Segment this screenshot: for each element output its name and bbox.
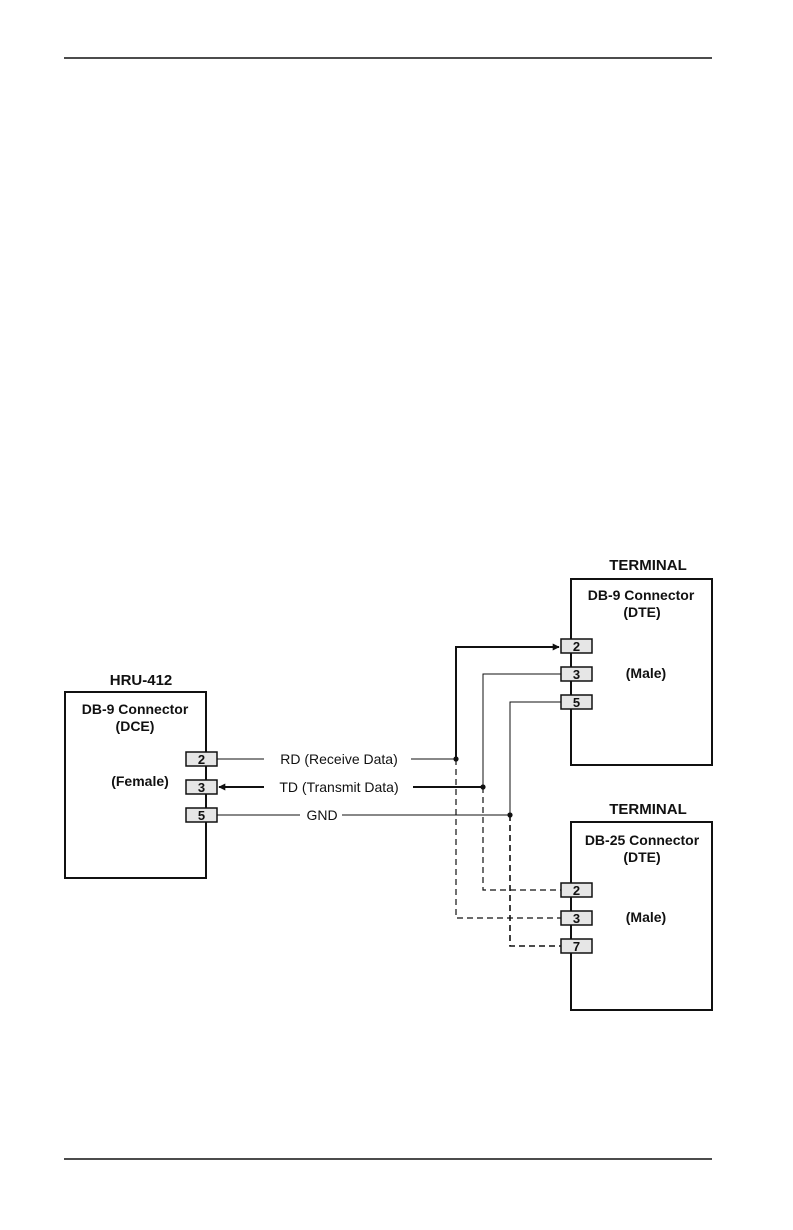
terminal-db9-pin-5: 5 bbox=[561, 695, 592, 710]
terminal-db25-role-label: (DTE) bbox=[623, 849, 660, 865]
hru-role-label: (DCE) bbox=[116, 718, 155, 734]
terminal-db25-block: TERMINAL DB-25 Connector (DTE) (Male) 2 … bbox=[561, 801, 712, 1010]
hru-gender-label: (Female) bbox=[111, 773, 169, 789]
terminal-db9-connector-label: DB-9 Connector bbox=[588, 587, 695, 603]
terminal-db9-block: TERMINAL DB-9 Connector (DTE) (Male) 2 3… bbox=[561, 557, 712, 765]
hru-412-block: HRU-412 DB-9 Connector (DCE) (Female) 2 … bbox=[65, 672, 217, 878]
svg-text:3: 3 bbox=[198, 780, 205, 795]
hru-title: HRU-412 bbox=[110, 672, 173, 689]
hru-pin-2: 2 bbox=[186, 752, 217, 767]
gnd-wire-to-db9 bbox=[510, 702, 561, 815]
td-dashed-to-db25 bbox=[483, 787, 561, 890]
td-signal-label: TD (Transmit Data) bbox=[279, 779, 398, 795]
svg-text:2: 2 bbox=[573, 883, 580, 898]
terminal-db25-connector-label: DB-25 Connector bbox=[585, 832, 700, 848]
terminal-db9-pin-3: 3 bbox=[561, 667, 592, 682]
svg-text:7: 7 bbox=[573, 939, 580, 954]
hru-pin-5: 5 bbox=[186, 808, 217, 823]
svg-text:5: 5 bbox=[198, 808, 205, 823]
terminal-db25-pin-3: 3 bbox=[561, 911, 592, 926]
svg-text:2: 2 bbox=[198, 752, 205, 767]
hru-pin-3: 3 bbox=[186, 780, 217, 795]
svg-text:3: 3 bbox=[573, 911, 580, 926]
svg-text:3: 3 bbox=[573, 667, 580, 682]
gnd-dashed-to-db25 bbox=[510, 815, 561, 946]
rd-signal-label: RD (Receive Data) bbox=[280, 751, 397, 767]
rd-dashed-to-db25 bbox=[456, 759, 561, 918]
terminal-db9-title: TERMINAL bbox=[609, 557, 687, 574]
terminal-db25-pin-7: 7 bbox=[561, 939, 592, 954]
td-wire-from-db9 bbox=[483, 674, 561, 787]
gnd-signal-label: GND bbox=[306, 807, 337, 823]
svg-text:2: 2 bbox=[573, 639, 580, 654]
svg-text:5: 5 bbox=[573, 695, 580, 710]
terminal-db25-pin-2: 2 bbox=[561, 883, 592, 898]
rd-wire-to-db9 bbox=[456, 647, 559, 759]
terminal-db9-gender-label: (Male) bbox=[626, 665, 666, 681]
hru-connector-label: DB-9 Connector bbox=[82, 701, 189, 717]
terminal-db9-pin-2: 2 bbox=[561, 639, 592, 654]
terminal-db9-role-label: (DTE) bbox=[623, 604, 660, 620]
terminal-db25-gender-label: (Male) bbox=[626, 909, 666, 925]
terminal-db25-title: TERMINAL bbox=[609, 801, 687, 818]
